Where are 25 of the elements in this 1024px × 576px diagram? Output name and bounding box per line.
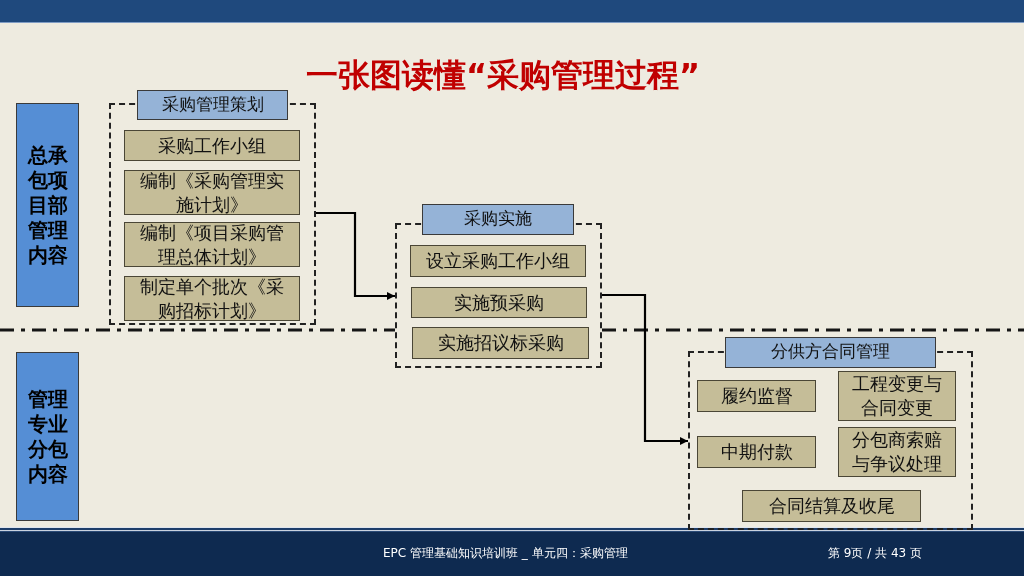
connector-arrow	[316, 211, 395, 300]
process-box: 工程变更与合同变更	[838, 371, 956, 421]
process-box: 编制《项目采购管理总体计划》	[124, 222, 300, 267]
footer-text: EPC 管理基础知识培训班 _ 单元四：采购管理	[383, 545, 628, 561]
process-box: 实施预采购	[411, 287, 587, 318]
lane-header: 管理专业分包内容	[16, 352, 79, 521]
process-box: 设立采购工作小组	[410, 245, 586, 277]
dashed-group	[109, 90, 316, 325]
dashed-group	[395, 204, 602, 368]
title: 一张图读懂“采购管理过程”	[304, 55, 702, 95]
process-box: 制定单个批次《采购招标计划》	[124, 276, 300, 321]
group-heading: 采购实施	[422, 204, 574, 235]
connector-arrow	[602, 293, 688, 445]
process-box: 采购工作小组	[124, 130, 300, 161]
process-box: 实施招议标采购	[412, 327, 589, 359]
page-number: 第 9页 / 共 43 页	[828, 545, 923, 561]
process-box: 合同结算及收尾	[742, 490, 921, 522]
process-box: 编制《采购管理实施计划》	[124, 170, 300, 215]
group-heading: 采购管理策划	[137, 90, 288, 120]
group-heading: 分供方合同管理	[725, 337, 936, 368]
process-box: 分包商索赔与争议处理	[838, 427, 956, 477]
dashed-group	[688, 337, 973, 530]
lane-header: 总承包项目部管理内容	[16, 103, 79, 307]
process-box: 中期付款	[697, 436, 816, 468]
process-box: 履约监督	[697, 380, 816, 412]
